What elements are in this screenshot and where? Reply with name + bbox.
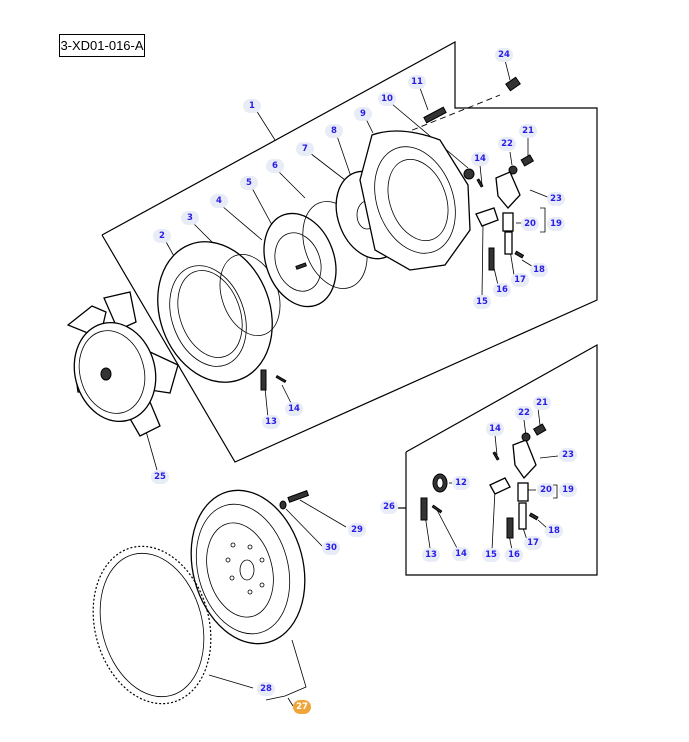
callout-4[interactable]: 4 xyxy=(210,194,228,208)
flywheel-bolt-29 xyxy=(279,490,310,510)
callout-7[interactable]: 7 xyxy=(296,142,314,156)
callout-14[interactable]: 14 xyxy=(452,547,470,561)
callout-13[interactable]: 13 xyxy=(422,548,440,562)
callout-25[interactable]: 25 xyxy=(151,470,169,484)
housing-9 xyxy=(359,130,471,271)
callout-21[interactable]: 21 xyxy=(533,396,551,410)
callout-2[interactable]: 2 xyxy=(153,229,171,243)
callout-24[interactable]: 24 xyxy=(495,48,513,62)
callout-15[interactable]: 15 xyxy=(473,295,491,309)
callout-18[interactable]: 18 xyxy=(545,524,563,538)
callout-17[interactable]: 17 xyxy=(511,273,529,287)
callout-10[interactable]: 10 xyxy=(378,92,396,106)
callout-3[interactable]: 3 xyxy=(181,211,199,225)
callout-28[interactable]: 28 xyxy=(257,682,275,696)
callout-6[interactable]: 6 xyxy=(266,159,284,173)
callout-19[interactable]: 19 xyxy=(547,217,565,231)
callout-8[interactable]: 8 xyxy=(325,124,343,138)
ring-gear-28 xyxy=(92,545,212,705)
callout-23[interactable]: 23 xyxy=(547,192,565,206)
callout-17[interactable]: 17 xyxy=(524,536,542,550)
callout-23[interactable]: 23 xyxy=(559,448,577,462)
callout-1[interactable]: 1 xyxy=(243,99,261,113)
callout-11[interactable]: 11 xyxy=(408,75,426,89)
callout-15[interactable]: 15 xyxy=(482,548,500,562)
clutch-assembly-frame xyxy=(101,40,598,463)
kit-frame xyxy=(398,343,598,576)
flywheel-27 xyxy=(190,489,306,645)
small-parts-kit xyxy=(420,423,547,539)
callout-18[interactable]: 18 xyxy=(530,263,548,277)
leader-lines xyxy=(139,59,559,707)
clutch-disc-25 xyxy=(66,291,179,437)
callout-13[interactable]: 13 xyxy=(262,415,280,429)
callout-16[interactable]: 16 xyxy=(505,548,523,562)
callout-12[interactable]: 12 xyxy=(452,476,470,490)
callout-22[interactable]: 22 xyxy=(515,406,533,420)
callout-5[interactable]: 5 xyxy=(240,176,258,190)
callout-14[interactable]: 14 xyxy=(471,152,489,166)
diagram-reference-code: 3-XD01-016-A xyxy=(59,34,145,57)
clutch-cover-2 xyxy=(157,241,273,383)
callout-19[interactable]: 19 xyxy=(559,483,577,497)
callout-16[interactable]: 16 xyxy=(493,283,511,297)
callout-21[interactable]: 21 xyxy=(519,124,537,138)
callout-30[interactable]: 30 xyxy=(322,541,340,555)
callout-14[interactable]: 14 xyxy=(486,422,504,436)
callout-9[interactable]: 9 xyxy=(354,107,372,121)
callout-26[interactable]: 26 xyxy=(380,500,398,514)
callout-14[interactable]: 14 xyxy=(285,402,303,416)
callout-29[interactable]: 29 xyxy=(348,523,366,537)
friction-plate-4 xyxy=(263,212,337,308)
callout-20[interactable]: 20 xyxy=(521,217,539,231)
callout-27-highlighted[interactable]: 27 xyxy=(293,700,311,714)
callout-20[interactable]: 20 xyxy=(537,483,555,497)
small-parts-upper xyxy=(260,76,535,391)
callout-22[interactable]: 22 xyxy=(498,137,516,151)
